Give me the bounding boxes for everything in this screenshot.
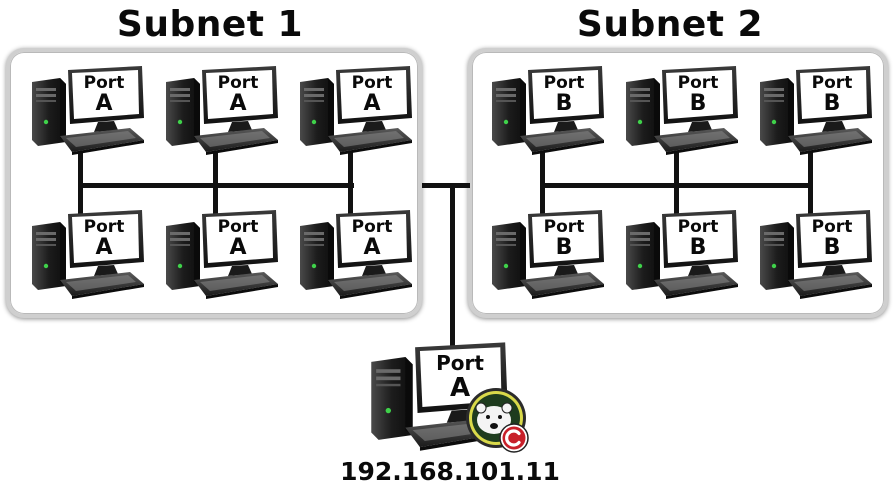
port-letter: A bbox=[449, 373, 471, 403]
computer-subnet2-1: Port B bbox=[486, 64, 606, 156]
port-word: Port bbox=[811, 73, 853, 93]
port-letter: B bbox=[555, 91, 573, 116]
subnet-2-drop-line bbox=[674, 152, 679, 216]
subnet-2-drop-line bbox=[540, 152, 545, 216]
port-word: Port bbox=[811, 217, 853, 237]
subnet-2-title: Subnet 2 bbox=[576, 4, 764, 45]
computer-subnet1-2: Port A bbox=[160, 64, 280, 156]
computer-subnet2-3: Port B bbox=[754, 64, 874, 156]
port-word: Port bbox=[351, 217, 393, 237]
computer-subnet1-5: Port A bbox=[160, 208, 280, 300]
polar-bear-c-badge-icon bbox=[464, 386, 532, 454]
port-word: Port bbox=[217, 73, 259, 93]
port-word: Port bbox=[677, 217, 719, 237]
computer-subnet1-3: Port A bbox=[294, 64, 414, 156]
port-letter: A bbox=[229, 235, 247, 260]
port-letter: A bbox=[95, 91, 113, 116]
port-letter: B bbox=[555, 235, 573, 260]
port-word: Port bbox=[677, 73, 719, 93]
subnet-2-drop-line bbox=[808, 152, 813, 216]
port-letter: B bbox=[823, 235, 841, 260]
port-letter: A bbox=[363, 235, 381, 260]
server-ip-address: 192.168.101.11 bbox=[340, 457, 560, 486]
computer-subnet1-1: Port A bbox=[26, 64, 146, 156]
port-word: Port bbox=[543, 217, 585, 237]
subnet-1-drop-line bbox=[78, 152, 83, 216]
port-word: Port bbox=[543, 73, 585, 93]
computer-subnet2-4: Port B bbox=[486, 208, 606, 300]
port-word: Port bbox=[83, 73, 125, 93]
server-computer: Port A bbox=[362, 340, 512, 452]
port-letter: A bbox=[363, 91, 381, 116]
server-trunk-line bbox=[450, 183, 455, 355]
subnet-1-title: Subnet 1 bbox=[116, 4, 304, 45]
inter-subnet-link bbox=[422, 183, 470, 188]
port-word: Port bbox=[83, 217, 125, 237]
computer-subnet2-5: Port B bbox=[620, 208, 740, 300]
computer-subnet2-2: Port B bbox=[620, 64, 740, 156]
port-letter: A bbox=[229, 91, 247, 116]
computer-subnet1-6: Port A bbox=[294, 208, 414, 300]
port-letter: A bbox=[95, 235, 113, 260]
port-word: Port bbox=[217, 217, 259, 237]
port-word: Port bbox=[436, 351, 484, 375]
subnet-1-drop-line bbox=[348, 152, 353, 216]
port-letter: B bbox=[689, 235, 707, 260]
subnet-1-drop-line bbox=[213, 152, 218, 216]
port-word: Port bbox=[351, 73, 393, 93]
computer-subnet1-4: Port A bbox=[26, 208, 146, 300]
port-letter: B bbox=[689, 91, 707, 116]
port-letter: B bbox=[823, 91, 841, 116]
computer-subnet2-6: Port B bbox=[754, 208, 874, 300]
